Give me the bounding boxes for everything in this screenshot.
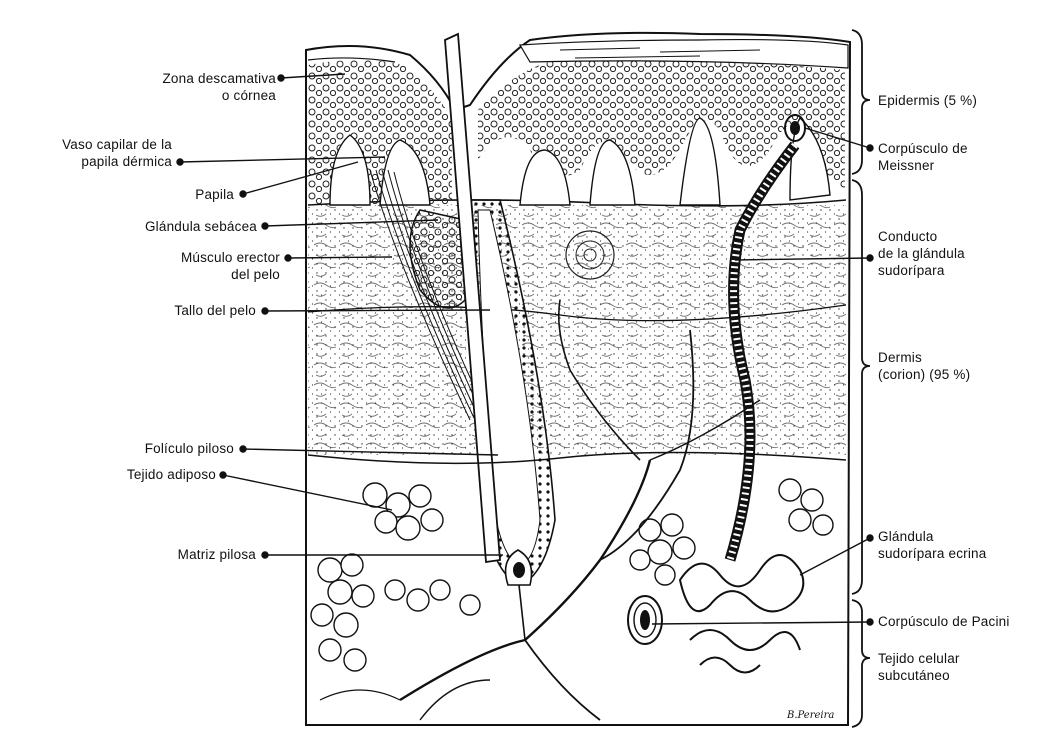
- artist-signature: B.Pereira: [786, 710, 834, 721]
- dermis-region: [308, 200, 846, 455]
- pacinian-corpuscle: [628, 596, 662, 644]
